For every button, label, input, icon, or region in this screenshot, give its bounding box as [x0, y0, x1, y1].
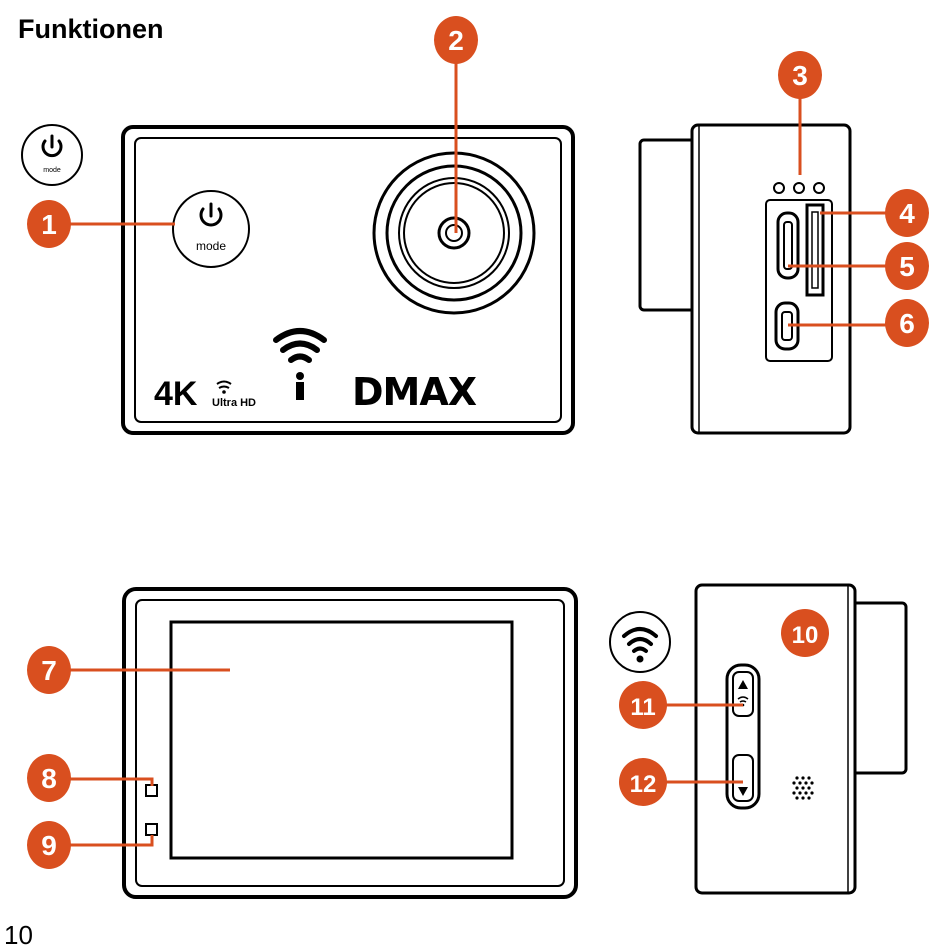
mode-button: mode [172, 190, 250, 268]
callout-6: 6 [885, 299, 929, 347]
callout-1-number: 1 [41, 209, 57, 240]
callout-9-number: 9 [41, 830, 57, 861]
up-arrow-icon [738, 680, 748, 689]
callout-11-number: 11 [630, 694, 655, 721]
camera-side-view-ports [638, 123, 852, 435]
callout-leader-lines [70, 55, 890, 847]
callout-12-number: 12 [630, 771, 657, 798]
callout-7: 7 [27, 646, 71, 694]
callout-6-number: 6 [899, 308, 915, 339]
usb-port-icon [774, 301, 800, 351]
page-heading: Funktionen [18, 14, 164, 44]
down-arrow-icon [738, 787, 748, 796]
callout-8-number: 8 [41, 763, 57, 794]
callout-10-number: 10 [792, 622, 819, 649]
callout-8: 8 [27, 754, 71, 802]
resolution-big-label: 4K [154, 375, 198, 413]
callout-3: 3 [778, 51, 822, 99]
callout-2: 2 [434, 16, 478, 64]
power-mode-icon-label: mode [43, 167, 61, 174]
callout-10: 10 [781, 609, 829, 657]
callout-12: 12 [619, 758, 667, 806]
callout-4-number: 4 [899, 198, 915, 229]
power-mode-icon: mode [21, 124, 83, 186]
callout-5: 5 [885, 242, 929, 290]
wifi-info-icon [273, 328, 327, 400]
sd-slot-icon [805, 203, 825, 297]
mode-button-label: mode [196, 239, 226, 253]
speaker-icon [792, 776, 814, 800]
wifi-icon [609, 611, 671, 673]
hdmi-port-icon [776, 211, 800, 280]
callout-11: 11 [619, 681, 667, 729]
display-screen [169, 620, 514, 860]
camera-front-view: mode 4K Ultra HD DMAX [121, 125, 575, 435]
status-led-lower [145, 823, 158, 836]
resolution-small-label: Ultra HD [212, 397, 256, 409]
lens [372, 151, 536, 315]
camera-side-view-buttons [694, 583, 908, 895]
callout-5-number: 5 [899, 251, 915, 282]
camera-back-view [122, 587, 578, 899]
callout-9: 9 [27, 821, 71, 869]
small-wifi-icon [216, 380, 232, 394]
brand-logo: DMAX [352, 370, 477, 414]
status-led-upper [145, 784, 158, 797]
callout-1: 1 [27, 200, 71, 248]
callout-4: 4 [885, 189, 929, 237]
callout-2-number: 2 [448, 25, 464, 56]
callout-7-number: 7 [41, 655, 57, 686]
callout-3-number: 3 [792, 60, 808, 91]
page-number: 10 [4, 920, 33, 950]
